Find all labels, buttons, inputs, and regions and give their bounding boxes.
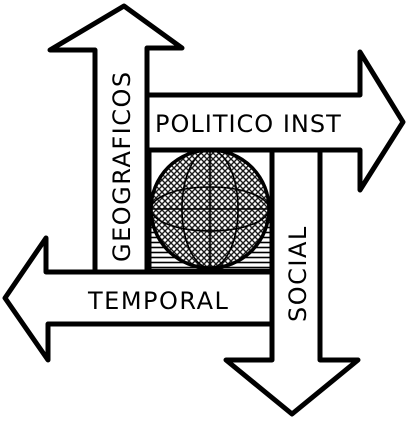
center-globe <box>151 150 269 268</box>
label-politico-inst: POLITICO INST <box>155 110 342 138</box>
label-geograficos: GEOGRAFICOS <box>108 70 136 262</box>
label-temporal: TEMPORAL <box>87 287 229 315</box>
label-social: SOCIAL <box>284 225 312 322</box>
